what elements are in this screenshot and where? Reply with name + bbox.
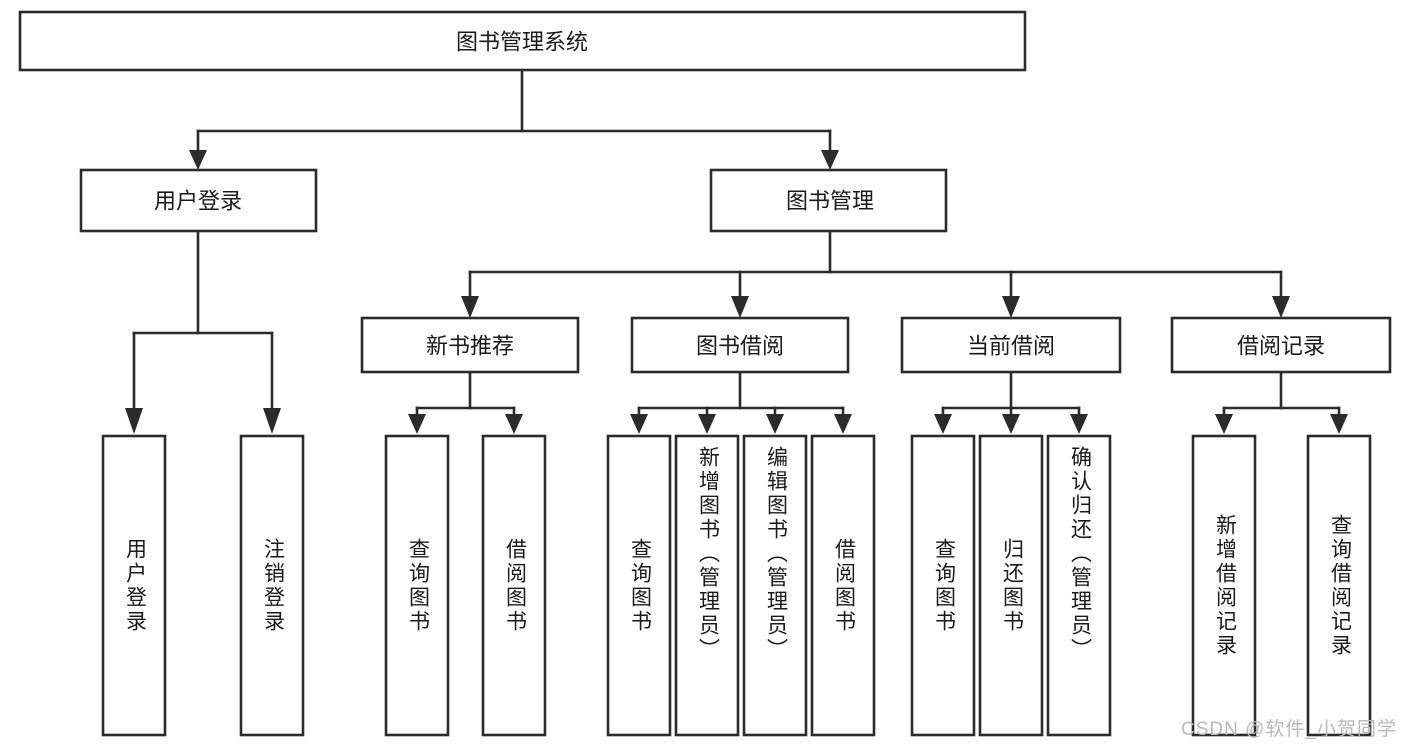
arrow-head-icon xyxy=(125,408,143,434)
node-box[interactable] xyxy=(900,316,1122,374)
connector-userlogin-to-leaves xyxy=(125,229,281,434)
node-borrow-record[interactable]: 借阅记录 xyxy=(1170,316,1392,374)
leaf-box-query-book-2[interactable] xyxy=(606,434,672,737)
leaf-box-borrow-book-2[interactable] xyxy=(810,434,876,737)
connector-bookmgmt-to-level3 xyxy=(461,229,1290,318)
arrow-head-icon xyxy=(934,414,952,434)
node-box[interactable] xyxy=(18,10,1027,72)
arrow-head-icon xyxy=(834,414,852,434)
arrow-head-icon xyxy=(698,414,716,434)
arrow-head-icon xyxy=(408,414,426,434)
node-box[interactable] xyxy=(709,168,948,233)
arrow-head-icon xyxy=(461,296,479,318)
arrow-head-icon xyxy=(1272,296,1290,318)
node-book-borrow[interactable]: 图书借阅 xyxy=(630,316,850,374)
leaf-box-add-borrow-record[interactable] xyxy=(1191,434,1257,737)
leaf-box-borrow-book-1[interactable] xyxy=(481,434,547,737)
connector-currentborrow-to-leaves xyxy=(934,370,1088,434)
arrow-head-icon xyxy=(731,296,749,318)
arrow-head-icon xyxy=(1330,414,1348,434)
leaf-box-query-book-1[interactable] xyxy=(384,434,450,737)
node-box[interactable] xyxy=(79,168,318,233)
node-label: 用户登录 xyxy=(154,189,242,214)
arrow-head-icon xyxy=(1002,414,1020,434)
arrow-head-icon xyxy=(1070,414,1088,434)
arrow-head-icon xyxy=(505,414,523,434)
connector-borrowrecord-to-leaves xyxy=(1215,370,1348,434)
arrow-head-icon xyxy=(263,408,281,434)
leaf-box-logout-login[interactable] xyxy=(239,434,305,737)
leaf-box-edit-book-admin[interactable] xyxy=(742,434,808,737)
arrow-head-icon xyxy=(766,414,784,434)
node-box[interactable] xyxy=(360,316,580,374)
arrow-head-icon xyxy=(630,414,648,434)
leaf-box-return-book[interactable] xyxy=(978,434,1044,737)
node-new-book-recommend[interactable]: 新书推荐 xyxy=(360,316,580,374)
arrow-head-icon xyxy=(1002,296,1020,318)
node-user-login[interactable]: 用户登录 xyxy=(79,168,318,233)
node-book-management[interactable]: 图书管理 xyxy=(709,168,948,233)
leaf-box-add-book-admin[interactable] xyxy=(674,434,740,737)
node-label: 图书借阅 xyxy=(696,334,784,359)
node-box[interactable] xyxy=(630,316,850,374)
node-label: 图书管理 xyxy=(786,189,874,214)
leaf-box-confirm-return-admin[interactable] xyxy=(1046,434,1112,737)
watermark-text: CSDN @软件_小贺同学 xyxy=(1181,719,1397,740)
connector-root-to-level2 xyxy=(189,68,839,170)
leaf-box-query-borrow-record[interactable] xyxy=(1306,434,1372,737)
node-label: 新书推荐 xyxy=(426,334,514,359)
leaf-box-query-book-3[interactable] xyxy=(910,434,976,737)
node-label: 图书管理系统 xyxy=(456,30,588,55)
node-root-system[interactable]: 图书管理系统 xyxy=(18,10,1027,72)
node-label: 借阅记录 xyxy=(1237,334,1325,359)
node-label: 当前借阅 xyxy=(967,334,1055,359)
leaf-box-user-login[interactable] xyxy=(101,434,167,737)
connector-newbook-to-leaves xyxy=(408,370,523,434)
node-current-borrow[interactable]: 当前借阅 xyxy=(900,316,1122,374)
arrow-head-icon xyxy=(821,150,839,170)
connector-bookborrow-to-leaves xyxy=(630,370,852,434)
arrow-head-icon xyxy=(189,150,207,170)
node-box[interactable] xyxy=(1170,316,1392,374)
arrow-head-icon xyxy=(1215,414,1233,434)
